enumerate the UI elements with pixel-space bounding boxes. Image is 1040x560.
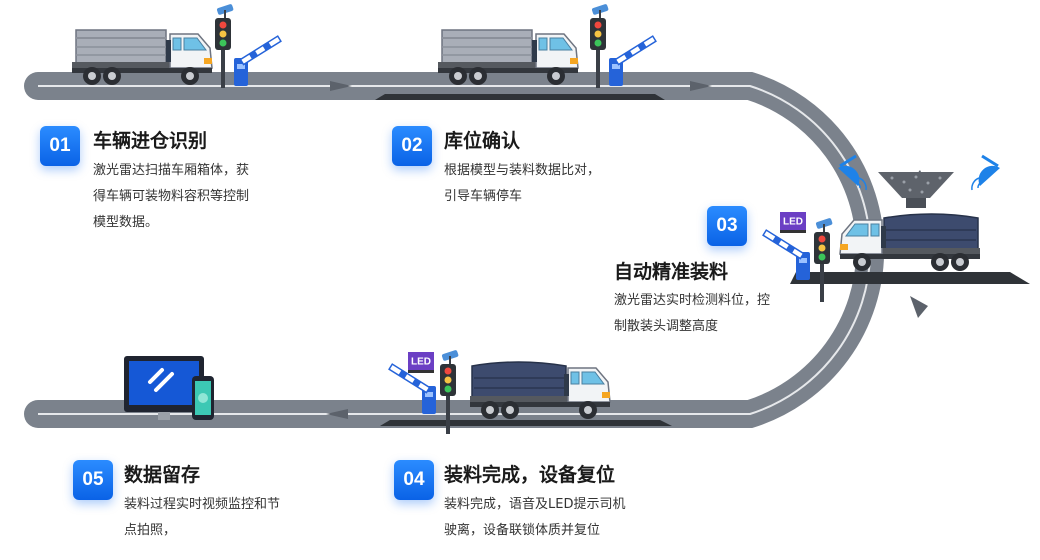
lidar-radar-icon — [971, 154, 1000, 191]
step-number-badge: 01 — [40, 126, 80, 166]
led-sign-icon: LED — [408, 352, 434, 373]
monitor-icon — [124, 356, 204, 424]
step-description-line: 装料完成，语音及LED提示司机 — [444, 497, 626, 512]
step-description-line: 点拍照， — [124, 523, 177, 538]
station-4-illustration: LED — [388, 349, 611, 434]
led-sign-label: LED — [783, 217, 803, 228]
step-title: 车辆进仓识别 — [93, 130, 208, 152]
step-description: 激光雷达实时检测料位，控 制散装头调整高度 — [614, 288, 770, 340]
step-title: 库位确认 — [444, 130, 521, 152]
step-description: 根据模型与装料数据比对， 引导车辆停车 — [444, 158, 600, 210]
phone-icon — [192, 376, 214, 420]
step-number-badge: 05 — [73, 460, 113, 500]
step-description: 装料过程实时视频监控和节 点拍照， — [124, 492, 280, 544]
step-number-badge: 03 — [707, 206, 747, 246]
step-description-line: 引导车辆停车 — [444, 189, 523, 204]
step-description-line: 驶离，设备联锁体质并复位 — [444, 523, 601, 538]
led-sign-icon: LED — [780, 212, 806, 233]
step-title: 数据留存 — [124, 464, 201, 486]
step-description-line: 模型数据。 — [93, 215, 159, 230]
step-description-line: 得车辆可装物料容积等控制 — [93, 189, 250, 204]
lidar-radar-icon — [838, 154, 867, 191]
led-sign-label: LED — [411, 357, 431, 368]
loading-hopper-icon — [878, 172, 954, 208]
traffic-light-icon — [814, 217, 833, 302]
step-number-badge: 04 — [394, 460, 434, 500]
step-title: 自动精准装料 — [614, 261, 729, 283]
step-number-badge: 02 — [392, 126, 432, 166]
station-5-illustration — [124, 356, 214, 424]
step-description-line: 激光雷达实时检测料位，控 — [614, 293, 771, 308]
step-description: 激光雷达扫描车厢箱体，获 得车辆可装物料容积等控制 模型数据。 — [93, 158, 249, 236]
step-description-line: 装料过程实时视频监控和节 — [124, 497, 281, 512]
station-3-illustration: LED — [762, 154, 1000, 302]
dump-truck-icon — [839, 213, 981, 272]
step-description-line: 激光雷达扫描车厢箱体，获 — [93, 163, 250, 178]
step-description: 装料完成，语音及LED提示司机 驶离，设备联锁体质并复位 — [444, 492, 625, 544]
step-title: 装料完成，设备复位 — [444, 464, 616, 486]
step-description-line: 根据模型与装料数据比对， — [444, 163, 601, 178]
barrier-gate-icon — [762, 229, 811, 281]
station-shadows — [375, 94, 1030, 426]
step-description-line: 制散装头调整高度 — [614, 319, 719, 334]
